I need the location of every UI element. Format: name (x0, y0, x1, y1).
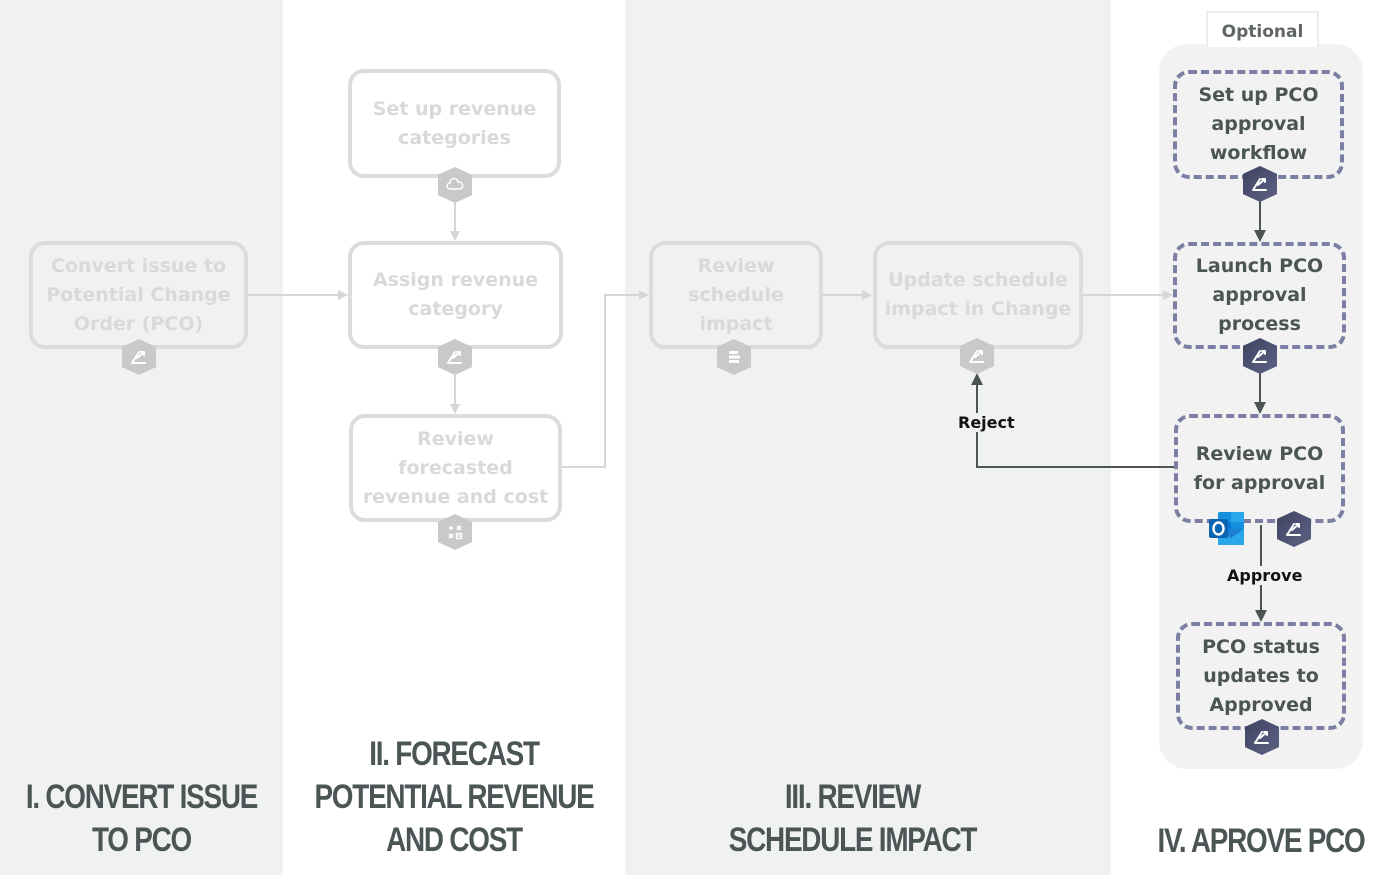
node-convert-issue[interactable]: Convert issue to Potential Change Order … (29, 241, 248, 349)
node-setup-pco-workflow[interactable]: Set up PCO approval workflow (1173, 70, 1344, 179)
node-review-schedule-impact[interactable]: Review schedule impact (649, 241, 823, 349)
node-label: PCO status updates to Approved (1202, 635, 1320, 716)
change-icon (438, 339, 472, 375)
lane-title-convert-issue: I. CONVERT ISSUE TO PCO (25, 778, 259, 859)
lane-title-review-schedule: III. REVIEW SCHEDULE IMPACT (728, 778, 978, 859)
node-label: Convert issue to Potential Change Order … (46, 254, 231, 335)
lane-convert-issue (0, 0, 283, 875)
node-review-pco-approval[interactable]: Review PCO for approval (1174, 414, 1345, 523)
change-icon (1243, 166, 1277, 202)
change-icon (122, 339, 156, 375)
lane-title-approve-pco: IV. APROVE PCO (1157, 822, 1366, 860)
edge-label-approve: Approve (1225, 566, 1305, 585)
change-icon (1245, 719, 1279, 755)
calculator-icon (438, 514, 472, 550)
outlook-icon (1208, 511, 1246, 547)
node-review-forecasted[interactable]: Review forecasted revenue and cost (349, 414, 562, 522)
schedule-icon (717, 339, 751, 375)
change-icon (1243, 338, 1277, 374)
node-update-schedule-impact[interactable]: Update schedule impact in Change (873, 241, 1083, 349)
node-assign-revenue-category[interactable]: Assign revenue category (348, 241, 563, 349)
node-launch-pco-approval[interactable]: Launch PCO approval process (1173, 242, 1346, 349)
change-icon (1277, 511, 1311, 547)
node-label: Set up PCO approval workflow (1198, 84, 1319, 164)
node-label: Review forecasted revenue and cost (362, 427, 549, 508)
cloud-icon (438, 167, 472, 203)
node-label: Assign revenue category (372, 269, 539, 320)
edge-label-reject: Reject (956, 413, 1017, 432)
node-label: Review schedule impact (688, 254, 784, 335)
change-icon (960, 338, 994, 374)
node-label: Review PCO for approval (1193, 442, 1326, 494)
lane-title-forecast: II. FORECAST POTENTIAL REVENUE AND COST (314, 735, 594, 859)
lane-review-schedule (625, 0, 1111, 875)
node-pco-status-approved[interactable]: PCO status updates to Approved (1176, 622, 1346, 730)
node-label: Set up revenue categories (372, 97, 537, 149)
node-setup-revenue-categories[interactable]: Set up revenue categories (348, 69, 561, 178)
optional-label: Optional (1206, 11, 1319, 47)
node-label: Update schedule impact in Change (884, 269, 1072, 320)
node-label: Launch PCO approval process (1195, 255, 1324, 335)
